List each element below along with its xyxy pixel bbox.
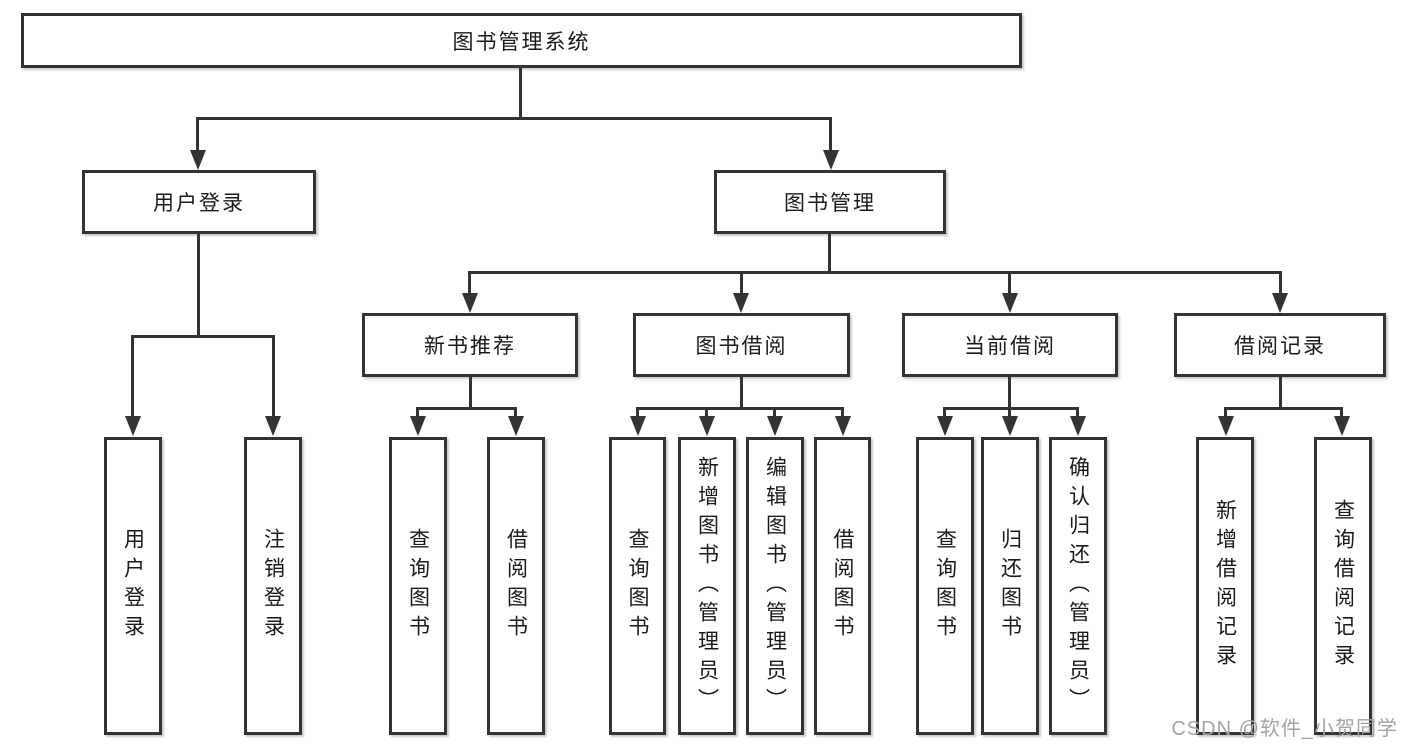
arrow-down-icon	[767, 416, 783, 436]
connector-drop	[1076, 407, 1079, 418]
connector-drop	[514, 407, 517, 418]
connector-book-management-stem	[828, 234, 831, 272]
arrow-down-icon	[630, 416, 646, 436]
connector-drop	[1340, 407, 1343, 418]
connector-drop-book-borrow	[740, 271, 743, 295]
connector-drop-book-management	[829, 117, 832, 152]
node-user-login: 用户登录	[82, 170, 316, 234]
connector-root-stem	[519, 68, 522, 118]
arrow-down-icon	[125, 416, 141, 436]
csdn-watermark: CSDN @软件_小贺同学	[1171, 718, 1398, 740]
arrow-down-icon	[1070, 416, 1086, 436]
leaf-query-borrow-record: 查询借阅记录	[1314, 437, 1372, 735]
connector-current-borrow-stem	[1008, 377, 1011, 408]
connector-drop	[1008, 407, 1011, 418]
connector-drop-current-borrow	[1008, 271, 1011, 295]
arrow-down-icon	[699, 416, 715, 436]
connector-new-book-rail	[416, 407, 517, 410]
arrow-down-icon	[733, 293, 749, 313]
connector-level2-rail	[469, 271, 1282, 274]
connector-borrow-records-stem	[1279, 377, 1282, 408]
leaf-borrow-books-recommend: 借阅图书	[487, 437, 545, 735]
connector-user-login-stem	[197, 234, 200, 336]
arrow-down-icon	[190, 150, 206, 170]
leaf-user-login: 用户登录	[104, 437, 162, 735]
connector-book-borrow-rail	[636, 407, 844, 410]
connector-drop-leaf-user-login	[131, 335, 134, 418]
connector-current-borrow-rail	[943, 407, 1079, 410]
leaf-logout: 注销登录	[244, 437, 302, 735]
leaf-query-books-recommend: 查询图书	[389, 437, 447, 735]
arrow-down-icon	[1272, 293, 1288, 313]
arrow-down-icon	[410, 416, 426, 436]
arrow-down-icon	[937, 416, 953, 436]
leaf-add-borrow-record: 新增借阅记录	[1196, 437, 1254, 735]
connector-drop	[1224, 407, 1227, 418]
leaf-borrow-books: 借阅图书	[814, 437, 871, 735]
arrow-down-icon	[1334, 416, 1350, 436]
connector-drop	[705, 407, 708, 418]
connector-drop-new-book	[468, 271, 471, 295]
leaf-add-books-admin: 新增图书（管理员）	[678, 437, 736, 735]
connector-level1-rail	[196, 117, 832, 120]
connector-drop	[636, 407, 639, 418]
connector-drop-user-login	[196, 117, 199, 152]
arrow-down-icon	[1218, 416, 1234, 436]
connector-drop-leaf-logout	[272, 335, 275, 418]
connector-drop	[416, 407, 419, 418]
connector-new-book-stem	[469, 377, 472, 408]
connector-borrow-records-rail	[1224, 407, 1343, 410]
arrow-down-icon	[462, 293, 478, 313]
node-book-management: 图书管理	[714, 170, 946, 234]
arrow-down-icon	[823, 150, 839, 170]
node-current-borrow: 当前借阅	[902, 313, 1118, 377]
connector-book-borrow-stem	[740, 377, 743, 408]
arrow-down-icon	[508, 416, 524, 436]
arrow-down-icon	[835, 416, 851, 436]
connector-drop	[841, 407, 844, 418]
leaf-edit-books-admin: 编辑图书（管理员）	[746, 437, 804, 735]
arrow-down-icon	[1002, 293, 1018, 313]
connector-drop	[773, 407, 776, 418]
connector-drop-borrow-records	[1279, 271, 1282, 295]
leaf-return-books: 归还图书	[981, 437, 1039, 735]
connector-drop	[943, 407, 946, 418]
leaf-query-books-current: 查询图书	[916, 437, 974, 735]
arrow-down-icon	[1002, 416, 1018, 436]
node-new-book-recommend: 新书推荐	[362, 313, 578, 377]
node-library-management-system: 图书管理系统	[21, 13, 1022, 68]
leaf-confirm-return-admin: 确认归还（管理员）	[1049, 437, 1107, 735]
node-book-borrow: 图书借阅	[633, 313, 850, 377]
leaf-query-books-borrow: 查询图书	[609, 437, 666, 735]
node-borrow-records: 借阅记录	[1174, 313, 1386, 377]
arrow-down-icon	[265, 416, 281, 436]
connector-user-login-rail	[132, 335, 275, 338]
